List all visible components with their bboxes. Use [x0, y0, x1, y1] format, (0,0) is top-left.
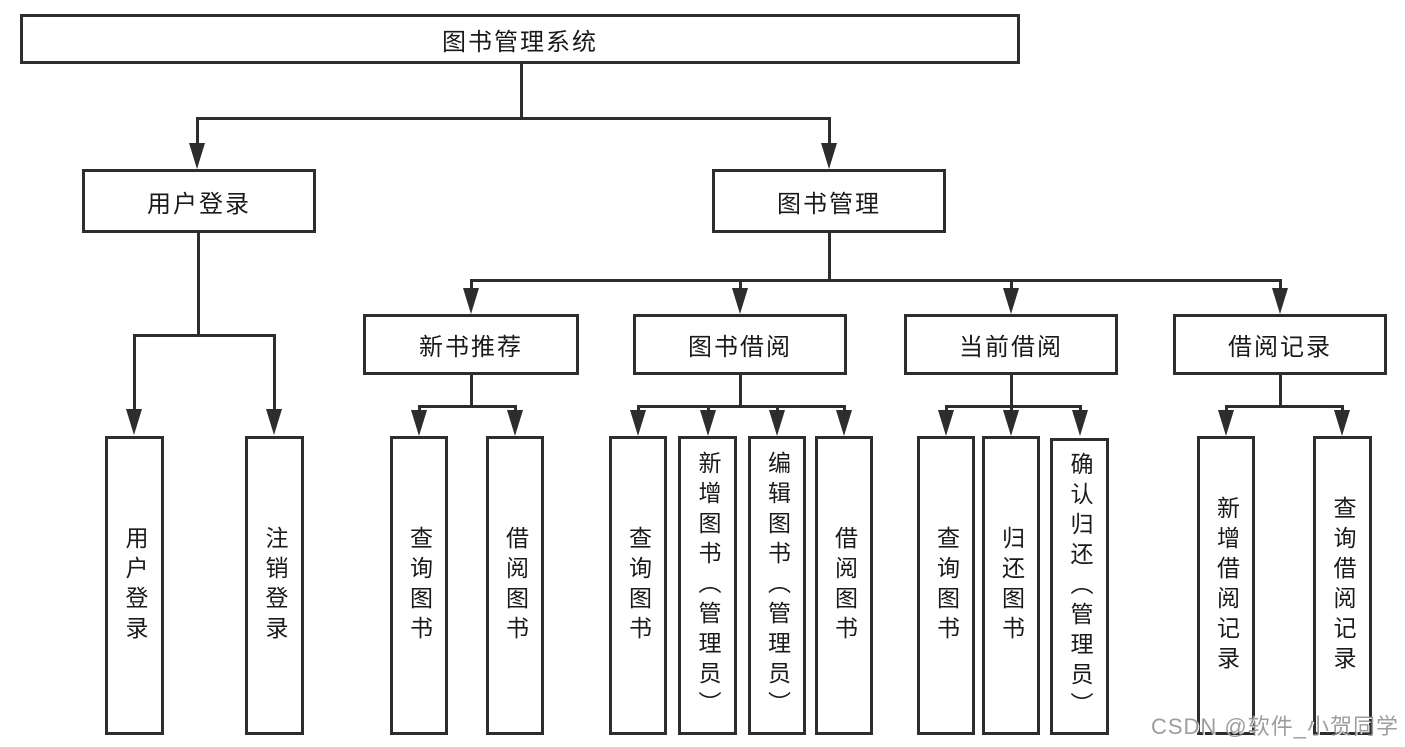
edge-to-current-borrow	[1010, 279, 1013, 290]
leaf-query-books-recommend-label: 查询图书	[406, 525, 433, 646]
edge-book-borrow-stem	[739, 375, 742, 407]
node-root-label: 图书管理系统	[442, 28, 598, 56]
edge-to-book-borrow	[739, 279, 742, 290]
edge-to-recommend	[470, 279, 473, 290]
edge-to-query-books-2	[637, 405, 640, 413]
arrowhead-to-borrow-books-1	[507, 410, 523, 436]
arrowhead-to-leaf-logout	[266, 409, 282, 435]
arrowhead-to-book-borrow	[732, 288, 748, 314]
leaf-add-books-admin: 新增图书（管理员）	[678, 436, 737, 735]
leaf-borrow-books-borrow-label: 借阅图书	[831, 525, 858, 646]
arrowhead-to-return-books	[1003, 410, 1019, 436]
arrowhead-to-user-login	[189, 143, 205, 169]
node-book-mgmt: 图书管理	[712, 169, 946, 233]
leaf-confirm-return-admin-label: 确认归还（管理员）	[1067, 451, 1093, 722]
edge-to-add-books	[707, 405, 710, 413]
leaf-borrow-books-borrow: 借阅图书	[815, 436, 873, 735]
arrowhead-to-query-books-2	[630, 410, 646, 436]
edge-to-add-record	[1225, 405, 1228, 413]
node-current-borrow: 当前借阅	[904, 314, 1118, 375]
leaf-edit-books-admin-label: 编辑图书（管理员）	[764, 450, 791, 721]
leaf-query-borrow-record-label: 查询借阅记录	[1330, 495, 1356, 676]
arrowhead-to-query-books-1	[411, 410, 427, 436]
edge-book-mgmt-stem	[828, 233, 831, 281]
leaf-query-books-recommend: 查询图书	[390, 436, 448, 735]
node-current-borrow-label: 当前借阅	[959, 334, 1063, 361]
edge-root-to-user-login	[196, 117, 199, 145]
arrowhead-to-borrow-records	[1272, 288, 1288, 314]
edge-to-query-books-1	[418, 405, 421, 413]
arrowhead-to-add-books	[700, 410, 716, 436]
leaf-borrow-books-recommend-label: 借阅图书	[502, 525, 529, 646]
edge-to-query-record	[1341, 405, 1344, 413]
leaf-add-borrow-record: 新增借阅记录	[1197, 436, 1255, 735]
arrowhead-to-query-books-3	[938, 410, 954, 436]
node-book-borrow-label: 图书借阅	[688, 334, 792, 361]
leaf-user-login: 用户登录	[105, 436, 164, 735]
edge-book-borrow-rail	[637, 405, 845, 408]
edge-recommend-stem	[470, 375, 473, 407]
leaf-query-books-current-label: 查询图书	[933, 525, 960, 646]
edge-current-borrow-stem	[1010, 375, 1013, 407]
leaf-logout: 注销登录	[245, 436, 304, 735]
arrowhead-to-confirm-return	[1072, 410, 1088, 436]
edge-root-to-book-mgmt	[828, 117, 831, 145]
arrowhead-to-edit-books	[769, 410, 785, 436]
edge-book-mgmt-rail	[470, 279, 1282, 282]
edge-user-login-stem	[197, 233, 200, 336]
leaf-edit-books-admin: 编辑图书（管理员）	[748, 436, 806, 735]
edge-user-login-rail	[133, 334, 275, 337]
leaf-add-borrow-record-label: 新增借阅记录	[1213, 495, 1240, 676]
edge-to-return-books	[1010, 405, 1013, 413]
node-user-login: 用户登录	[82, 169, 316, 233]
leaf-query-books-borrow: 查询图书	[609, 436, 667, 735]
arrowhead-to-borrow-books-2	[836, 410, 852, 436]
edge-to-edit-books	[776, 405, 779, 413]
leaf-user-login-label: 用户登录	[122, 525, 148, 646]
leaf-logout-label: 注销登录	[262, 525, 288, 646]
arrowhead-to-leaf-user-login	[126, 409, 142, 435]
node-user-login-label: 用户登录	[147, 190, 251, 218]
edge-to-leaf-user-login	[133, 334, 136, 411]
edge-root-rail	[196, 117, 831, 120]
leaf-query-borrow-record: 查询借阅记录	[1313, 436, 1372, 735]
leaf-query-books-current: 查询图书	[917, 436, 975, 735]
arrowhead-to-book-mgmt	[821, 143, 837, 169]
leaf-query-books-borrow-label: 查询图书	[625, 525, 652, 646]
leaf-add-books-admin-label: 新增图书（管理员）	[695, 450, 721, 721]
node-book-mgmt-label: 图书管理	[777, 190, 881, 218]
node-borrow-records: 借阅记录	[1173, 314, 1387, 375]
edge-to-confirm-return	[1079, 405, 1082, 413]
edge-to-borrow-books-2	[843, 405, 846, 413]
edge-current-borrow-rail	[945, 405, 1081, 408]
leaf-confirm-return-admin: 确认归还（管理员）	[1050, 438, 1109, 735]
edge-recommend-rail	[418, 405, 516, 408]
edge-to-borrow-books-1	[514, 405, 517, 413]
arrowhead-to-recommend	[463, 288, 479, 314]
leaf-return-books: 归还图书	[982, 436, 1040, 735]
node-borrow-records-label: 借阅记录	[1228, 334, 1332, 361]
leaf-borrow-books-recommend: 借阅图书	[486, 436, 544, 735]
node-root: 图书管理系统	[20, 14, 1020, 64]
arrowhead-to-add-record	[1218, 410, 1234, 436]
edge-to-borrow-records	[1279, 279, 1282, 290]
arrowhead-to-current-borrow	[1003, 288, 1019, 314]
arrowhead-to-query-record	[1334, 410, 1350, 436]
edge-borrow-records-rail	[1225, 405, 1343, 408]
leaf-return-books-label: 归还图书	[998, 525, 1025, 646]
edge-to-query-books-3	[945, 405, 948, 413]
edge-to-leaf-logout	[273, 334, 276, 411]
node-new-book-recommend-label: 新书推荐	[419, 334, 523, 361]
edge-root-stem	[520, 64, 523, 118]
node-book-borrow: 图书借阅	[633, 314, 847, 375]
csdn-watermark: CSDN @软件_小贺同学	[1150, 714, 1399, 739]
edge-borrow-records-stem	[1279, 375, 1282, 407]
node-new-book-recommend: 新书推荐	[363, 314, 579, 375]
